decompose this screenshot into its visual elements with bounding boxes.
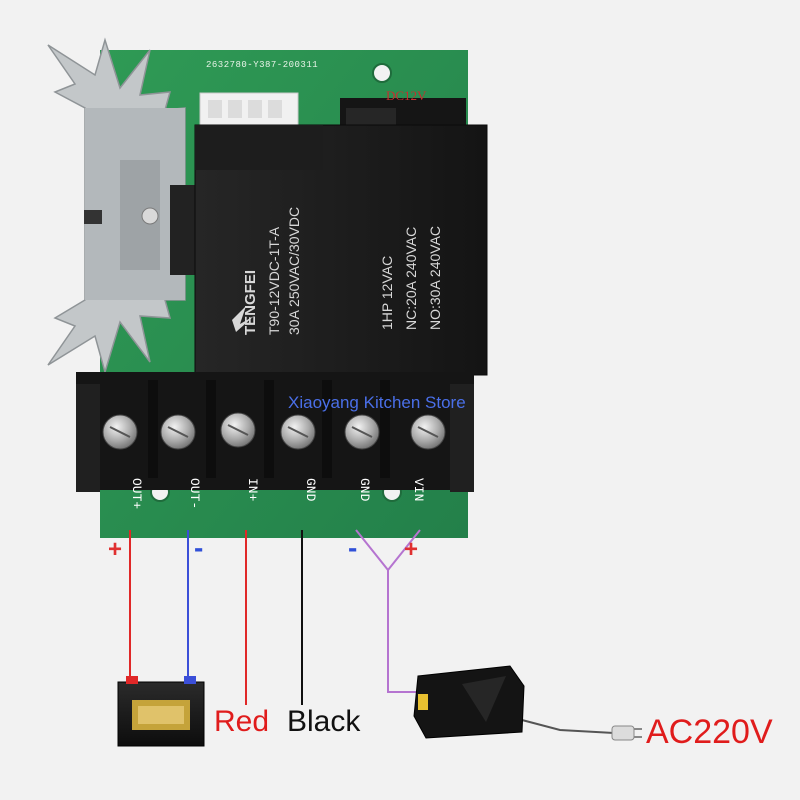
terminal-label-vin: VIN: [411, 478, 426, 502]
adapter-cable: [521, 719, 615, 734]
polarity-plus: +: [108, 536, 123, 563]
terminal-label-gnd-2: GND: [357, 478, 372, 502]
adapter-voltage-label: AC220V: [646, 713, 773, 751]
relay-nc: NC:20A 240VAC: [403, 227, 419, 330]
relay-logo-icon: [232, 306, 254, 332]
relay-rating: 30A 250VAC/30VDC: [286, 207, 302, 335]
battery-icon: [117, 676, 205, 747]
dc-jack-label: DC12V: [386, 88, 427, 103]
terminal-block: [76, 372, 474, 492]
wire-label-black: Black: [287, 705, 361, 738]
terminal-label-out-plus: OUT+: [129, 478, 144, 510]
polarity-minus: -: [194, 532, 204, 563]
terminal-label-out-minus: OUT-: [187, 478, 202, 510]
plug-icon: [611, 725, 642, 741]
relay: TENGFEI T90-12VDC-1T-A 30A 250VAC/30VDC …: [194, 124, 488, 376]
polarity-vin-plus: +: [404, 536, 419, 563]
heatsink: [47, 37, 196, 375]
relay-brand: TENGFEI: [242, 270, 259, 335]
wiring: [129, 529, 615, 734]
power-adapter-icon: [413, 665, 525, 739]
board-serial: 2632780-Y387-200311: [206, 60, 319, 70]
terminal-label-in-plus: IN+: [245, 478, 260, 502]
polarity-vin-minus: -: [348, 532, 358, 563]
relay-coil: 1HP 12VAC: [379, 256, 395, 330]
wire-label-red: Red: [214, 705, 270, 738]
store-watermark: Xiaoyang Kitchen Store: [288, 393, 466, 412]
header-connector: [199, 92, 299, 126]
relay-no: NO:30A 240VAC: [427, 226, 443, 330]
terminal-label-gnd: GND: [303, 478, 318, 502]
relay-model: T90-12VDC-1T-A: [266, 226, 282, 335]
